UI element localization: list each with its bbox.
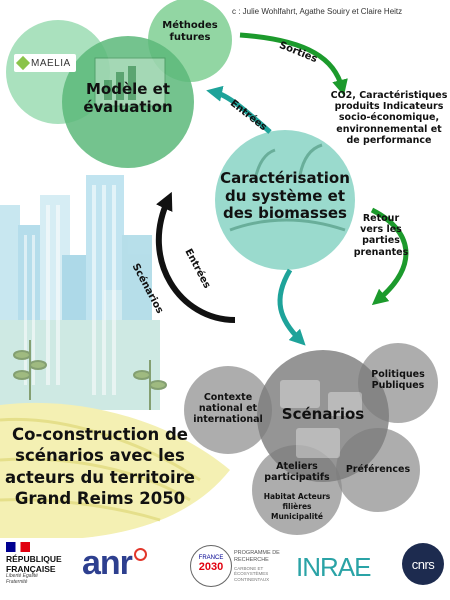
anr-logo-text: anr [82,544,133,582]
modele-circle [62,36,194,168]
caracterisation-label: Caractérisation du système et des biomas… [220,169,350,223]
anr-logo: anr [82,546,147,580]
credits-text: c : Julie Wohlfahrt, Agathe Souiry et Cl… [232,7,403,16]
cnrs-logo: cnrs [402,543,444,585]
cnrs-logo-text: cnrs [411,556,435,572]
republique-logo: RÉPUBLIQUE FRANÇAISE Liberté Égalité Fra… [6,542,72,585]
inrae-logo: INRAE [296,552,371,582]
outputs-label: CO2, Caractéristiques produits Indicateu… [330,90,448,146]
contexte-circle [184,366,272,454]
scenarios-label: Scénarios [281,405,365,423]
france2030-line2: 2030 [198,561,224,573]
biomass-illustration [229,143,346,232]
france2030-line1: FRANCE [198,555,224,561]
maelia-cube-icon [15,55,31,71]
republique-line2: FRANÇAISE [6,564,56,574]
programme-text: PROGRAMME DE RECHERCHE [234,550,280,563]
leaf-decoration [0,402,230,541]
republique-line1: RÉPUBLIQUE [6,554,62,564]
evaluation-illustration [94,57,166,107]
politiques-label: Politiques Publiques [371,369,425,392]
maelia-logo-text: MAELIA [31,57,71,69]
ateliers-title: Ateliers participatifs [264,461,330,484]
entrees-top-arrow [206,85,272,134]
city-illustration [0,175,167,410]
maelia-logo: MAELIA [14,54,76,72]
caracterisation-circle [215,130,355,270]
media-illustration [280,380,362,458]
poster-title: Co-construction de scénarios avec les ac… [5,425,195,509]
logos-bar: RÉPUBLIQUE FRANÇAISE Liberté Égalité Fra… [0,538,450,600]
modele-label: Modèle et évaluation [83,80,173,116]
ateliers-items: Habitat Acteurs filières Municipalité [263,492,331,521]
republique-motto: Liberté Égalité Fraternité [6,573,38,585]
programme-sub-text: CARBONE ET ÉCOSYSTÈMES CONTINENTAUX [234,566,270,582]
retour-arrow [370,207,409,306]
retour-label: Retour vers les parties prenantes [353,213,409,258]
marianne-icon [6,542,30,552]
methodes-label: Méthodes futures [162,20,218,43]
contexte-label: Contexte national et international [193,392,263,426]
scenarios-circle [257,350,389,482]
sorties-arrow [239,32,348,96]
preferences-label: Préférences [345,464,411,475]
caracterisation-to-scenarios-arrow [277,268,306,346]
entrees-scenarios-arrow [155,191,236,323]
anr-dot-icon [133,548,147,561]
france2030-logo: FRANCE 2030 [190,545,232,587]
